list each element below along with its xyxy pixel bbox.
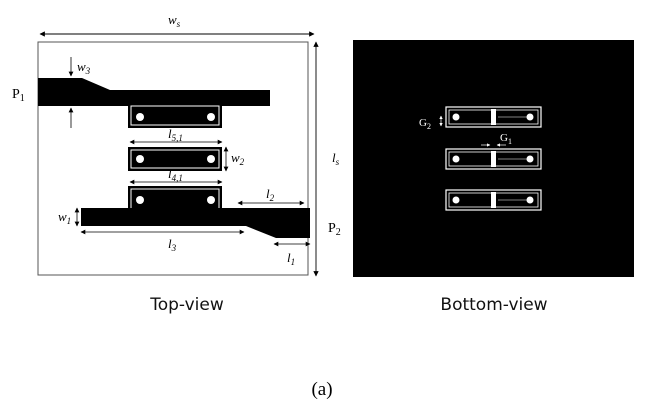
via-hole [207,196,215,204]
resonator-top-upper-inner [130,105,220,126]
via-hole [207,155,215,163]
dgs-slot-3 [445,189,542,211]
via-hole [526,196,534,204]
slot-gap-bar [491,109,496,125]
via-hole [207,113,215,121]
w2-label: w2 [231,150,245,167]
feed-line-port2 [81,208,310,238]
port1-label: P1 [12,87,25,104]
l2-label: l2 [266,186,275,203]
via-hole [526,113,534,121]
feed-line-port1 [38,78,270,106]
l3-label: l3 [168,236,177,253]
l1-label: l1 [287,250,295,267]
resonator-middle-inner [130,149,220,169]
resonator-bottom-lower-inner [130,188,220,211]
ws-label: ws [168,12,181,29]
top-view-panel: ws ls P1 w3 l5,1 w2 l4,1 [12,12,341,315]
ls-label: ls [332,150,340,167]
port2-label: P2 [328,221,341,238]
l51-label: l5,1 [168,126,183,143]
g1-label: G1 [500,132,512,146]
dgs-slot-2 [445,148,542,170]
figure-label: (a) [311,379,332,400]
w3-label: w3 [77,59,91,76]
bottom-view-panel: G2 G1 Bottom-view [353,40,634,315]
via-hole [452,196,460,204]
slot-gap-bar [491,192,496,208]
via-hole [136,196,144,204]
g2-label: G2 [419,117,431,131]
l41-label: l4,1 [168,166,183,183]
dgs-slot-1 [445,106,542,128]
bottom-view-caption: Bottom-view [440,295,547,315]
slot-gap-bar [491,151,496,167]
via-hole [136,113,144,121]
w1-label: w1 [58,209,71,226]
via-hole [452,155,460,163]
via-hole [452,113,460,121]
top-view-caption: Top-view [149,295,224,315]
via-hole [526,155,534,163]
via-hole [136,155,144,163]
